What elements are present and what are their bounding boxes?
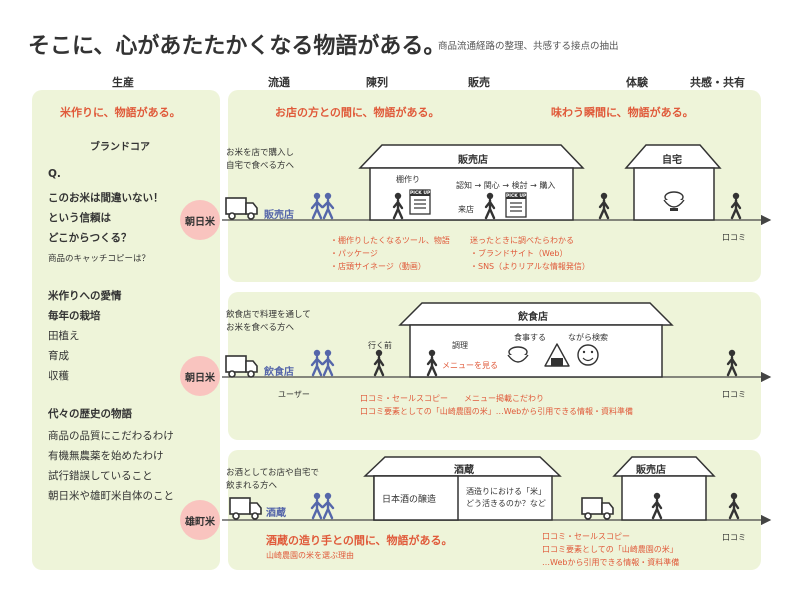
left-heading: 米作りに、物語がある。 <box>60 106 181 119</box>
row1-visit-label: 来店 <box>458 205 474 214</box>
cultivation-item: 育成 <box>48 350 69 362</box>
row2-note: 口コミ・セールスコピー メニュー掲載こだわり <box>360 394 544 403</box>
row3-question-line: どう活きるのか？など <box>466 499 546 508</box>
q-line: どこからつくる？ <box>48 232 132 244</box>
row1-note-left: ・棚作りしたくなるツール、物語 <box>330 236 450 245</box>
row1-note-right: ・ブランドサイト（Web） <box>470 249 568 258</box>
row3-note: …Webから引用できる情報・資料準備 <box>542 558 680 567</box>
row1-pickup-sign: PICK UP <box>506 194 527 199</box>
row1-home-title: 自宅 <box>662 155 682 166</box>
cultivation-item: 田植え <box>48 330 80 342</box>
q-label: Q. <box>48 168 61 180</box>
row3-review-label: 口コミ <box>722 533 746 542</box>
stage-display: 陳列 <box>366 76 388 89</box>
row2-desc-line: 飲食店で料理を通して <box>226 310 311 320</box>
history-item: 朝日米や雄町米自体のこと <box>48 490 174 502</box>
row1-rice-badge: 朝日米 <box>180 200 220 240</box>
row1-note-right: ・SNS（よりリアルな情報発信） <box>470 262 590 271</box>
row1-desc-line: 自宅で食べる方へ <box>226 161 295 171</box>
stage-sales: 販売 <box>468 76 490 89</box>
row1-heading-left: お店の方との間に、物語がある。 <box>275 106 440 119</box>
row3-sub: 山崎農園の米を選ぶ理由 <box>266 551 354 560</box>
row1-review-label: 口コミ <box>722 233 746 242</box>
row1-note-right: 迷ったときに調べたらわかる <box>470 236 574 245</box>
history-title: 代々の歴史の物語 <box>48 408 132 420</box>
q-line: という信頼は <box>48 212 111 224</box>
row1-flow-text: 認知 → 関心 → 検討 → 購入 <box>456 181 556 190</box>
row3-question-line: 酒造りにおける「米」 <box>466 487 546 496</box>
row1-shelf-label: 棚作り <box>396 175 420 184</box>
row2-menu-see-label: メニューを見る <box>442 361 498 370</box>
row2-review-label: 口コミ <box>722 390 746 399</box>
love-title: 米作りへの愛情 <box>48 290 122 302</box>
q-line: このお米は間違いない！ <box>48 192 164 204</box>
stage-distribution: 流通 <box>268 76 290 89</box>
row1-desc-line: お米を店で購入し <box>226 148 295 158</box>
row2-eating-label: 食事する <box>514 333 546 342</box>
history-item: 試行錯誤していること <box>48 470 153 482</box>
row3-note: 口コミ要素としての「山崎農園の米」 <box>542 545 678 554</box>
row3-shop-title: 販売店 <box>636 465 666 476</box>
row3-rice-badge: 雄町米 <box>180 500 220 540</box>
row3-channel-label: 酒蔵 <box>266 508 286 519</box>
production-panel <box>32 90 220 570</box>
row2-restaurant-title: 飲食店 <box>518 312 548 323</box>
row2-user-label: ユーザー <box>278 390 310 399</box>
history-item: 有機無農薬を始めたわけ <box>48 450 164 462</box>
row1-pickup-sign: PICK UP <box>410 191 431 196</box>
row1-heading-right: 味わう瞬間に、物語がある。 <box>551 106 694 119</box>
row2-note: 口コミ要素としての「山崎農園の米」…Webから引用できる情報・資料準備 <box>360 407 634 416</box>
row2-desc-line: お米を食べる方へ <box>226 323 295 333</box>
row2-cooking-label: 調理 <box>452 341 468 350</box>
stage-empathy-share: 共感・共有 <box>690 76 745 89</box>
page-subtitle: 商品流通経路の整理、共感する接点の抽出 <box>438 41 619 52</box>
stage-experience: 体験 <box>626 76 648 89</box>
page-title: そこに、心があたたかくなる物語がある。 <box>28 34 446 59</box>
row2-going-label: 行く前 <box>368 341 392 350</box>
row1-store-title: 販売店 <box>458 155 488 166</box>
cultivation-title: 毎年の栽培 <box>48 310 101 322</box>
row3-desc-line: お酒としてお店や自宅で <box>226 468 319 478</box>
row3-brewery-title: 酒蔵 <box>454 465 474 476</box>
history-item: 商品の品質にこだわるわけ <box>48 430 174 442</box>
row3-brewing-label: 日本酒の醸造 <box>382 495 437 505</box>
catch-copy-question: 商品のキャッチコピーは？ <box>48 254 151 264</box>
row1-note-left: ・店頭サイネージ（動画） <box>330 262 426 271</box>
row2-while-search-label: ながら検索 <box>568 333 608 342</box>
stage-production: 生産 <box>112 76 134 89</box>
row3-note: 口コミ・セールスコピー <box>542 532 630 541</box>
row1-note-left: ・パッケージ <box>330 249 378 258</box>
cultivation-item: 収穫 <box>48 370 69 382</box>
row1-channel-label: 販売店 <box>264 210 294 221</box>
row3-heading: 酒蔵の造り手との間に、物語がある。 <box>266 534 453 547</box>
row3-desc-line: 飲まれる方へ <box>226 481 278 491</box>
brand-core-label: ブランドコア <box>90 142 150 153</box>
row2-channel-label: 飲食店 <box>264 367 294 378</box>
row2-rice-badge: 朝日米 <box>180 356 220 396</box>
